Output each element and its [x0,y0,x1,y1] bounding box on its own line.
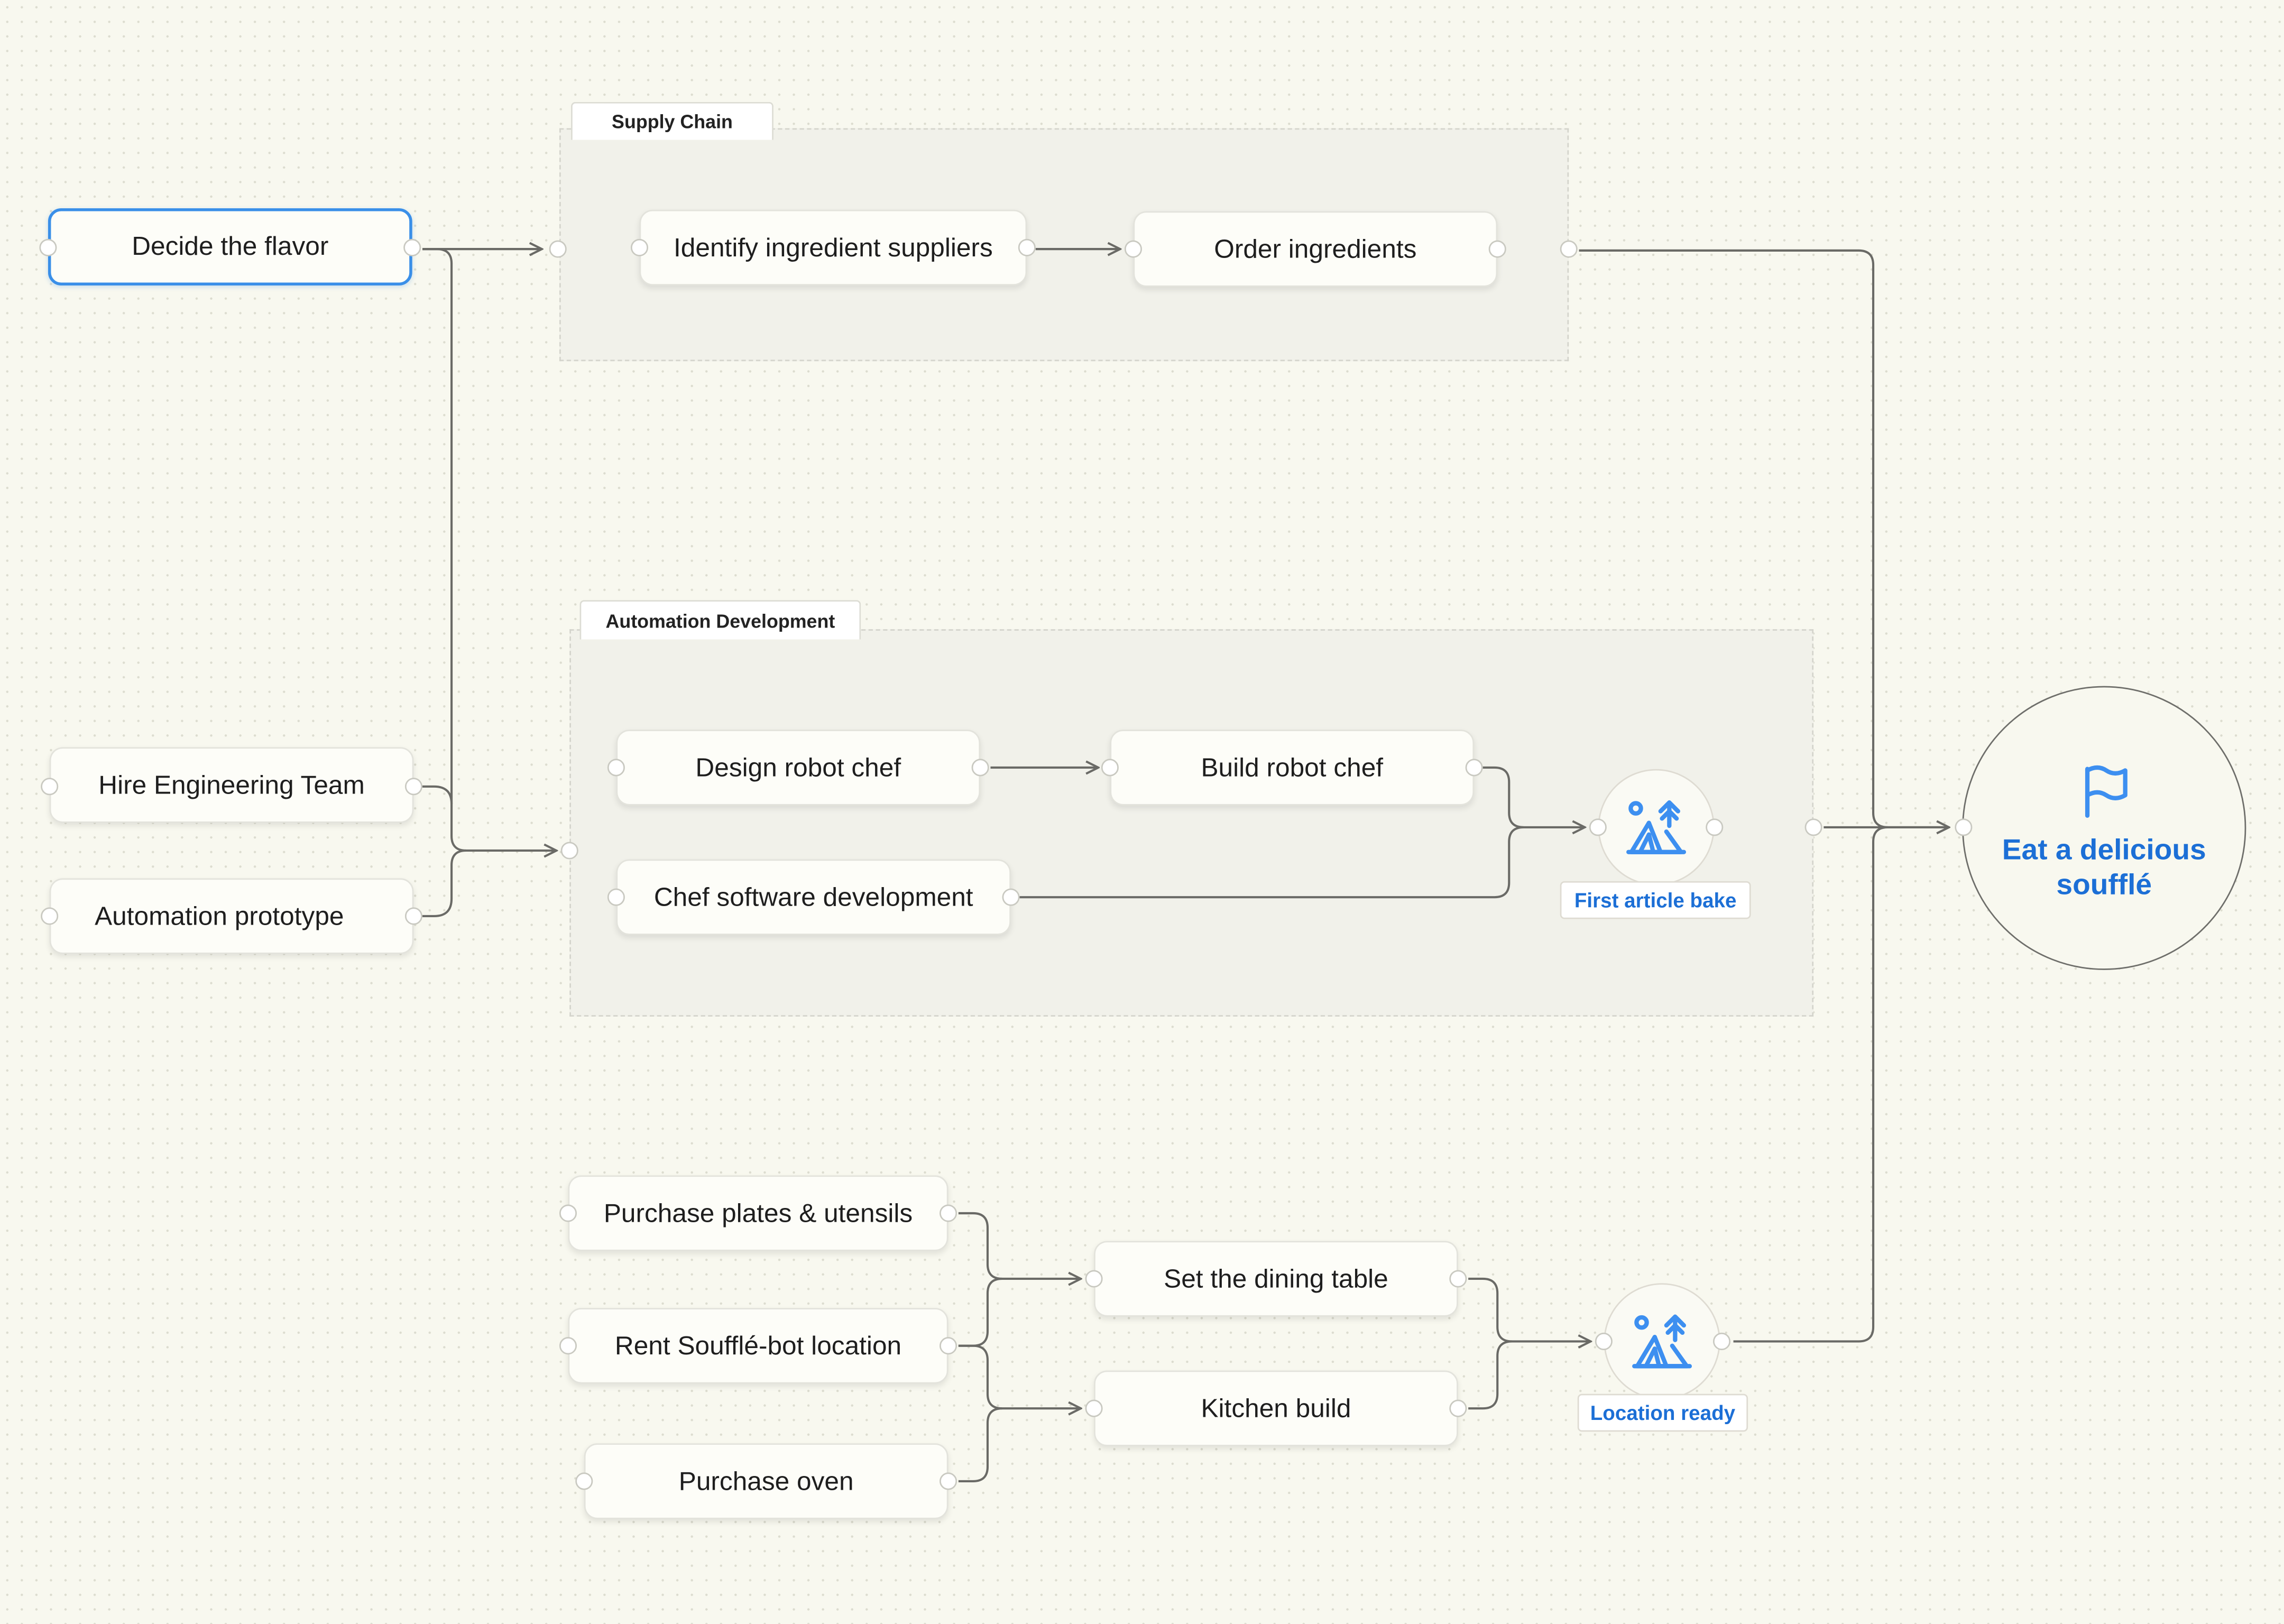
port-out[interactable] [940,1337,957,1355]
task-decide-flavor[interactable]: Decide the flavor [48,208,412,285]
edge-prototype-to-automation [422,849,466,918]
port-in[interactable] [559,1337,577,1355]
group-port-out[interactable] [1560,240,1578,258]
task-build-robot-chef[interactable]: Build robot chef [1110,730,1475,806]
flag-icon [2085,765,2128,818]
edge-plates-to-table [958,1212,1081,1279]
task-set-dining-table[interactable]: Set the dining table [1094,1241,1458,1317]
task-hire-engineering-team[interactable]: Hire Engineering Team [49,747,414,823]
port-out[interactable] [1712,1332,1731,1350]
edge-supply-to-goal [1579,249,1949,827]
edge-location-to-kitchen [958,1344,1081,1408]
task-identify-suppliers[interactable]: Identify ingredient suppliers [639,209,1027,285]
milestone-location-ready[interactable] [1604,1283,1720,1400]
edge-software-to-bake [1019,826,1524,899]
port-out[interactable] [404,778,422,796]
group-port-in[interactable] [560,842,578,860]
goal-node[interactable]: Eat a delicious soufflé [1962,686,2246,970]
task-purchase-plates-utensils[interactable]: Purchase plates & utensils [568,1175,948,1251]
task-automation-prototype[interactable]: Automation prototype [49,878,414,954]
group-label-supply-chain[interactable]: Supply Chain [570,102,773,140]
edge-table-to-ready [1468,1277,1590,1341]
port-out[interactable] [1449,1270,1467,1288]
port-in[interactable] [41,907,59,925]
port-out[interactable] [1706,818,1724,836]
port-in[interactable] [1085,1270,1103,1288]
port-out[interactable] [940,1472,957,1490]
milestone-label-first-article-bake: First article bake [1560,881,1751,919]
port-in[interactable] [39,238,57,256]
milestone-first-article-bake[interactable] [1598,769,1715,886]
edge-build-to-bake [1482,766,1585,827]
group-port-in[interactable] [549,240,567,258]
port-out[interactable] [404,907,422,925]
group-label-automation-development[interactable]: Automation Development [579,600,861,640]
goal-label: Eat a delicious soufflé [2002,834,2206,902]
port-in[interactable] [1595,1332,1613,1350]
edge-oven-to-kitchen [958,1407,1002,1483]
port-in[interactable] [630,238,649,256]
port-in[interactable] [1589,818,1607,836]
port-out[interactable] [1002,888,1020,906]
port-out[interactable] [1488,240,1506,258]
port-in[interactable] [607,888,625,906]
edge-kitchen-to-ready [1468,1340,1512,1410]
port-in[interactable] [1085,1399,1103,1417]
port-out[interactable] [971,759,989,777]
task-chef-software-development[interactable]: Chef software development [616,859,1011,935]
camp-icon [1632,1314,1692,1369]
port-in[interactable] [1101,759,1119,777]
port-out[interactable] [1018,238,1036,256]
milestone-label-location-ready: Location ready [1577,1394,1748,1432]
edge-flavor-to-automation [422,248,556,851]
port-in[interactable] [1124,240,1142,258]
task-rent-location[interactable]: Rent Soufflé-bot location [568,1308,948,1384]
task-kitchen-build[interactable]: Kitchen build [1094,1370,1458,1446]
port-in[interactable] [575,1472,593,1490]
port-in[interactable] [607,759,625,777]
edge-hire-to-automation [422,785,453,804]
port-in[interactable] [41,778,59,796]
camp-icon [1626,800,1687,854]
port-out[interactable] [940,1204,957,1222]
group-port-out[interactable] [1804,818,1822,836]
task-design-robot-chef[interactable]: Design robot chef [616,730,981,806]
goal-port-in[interactable] [1955,818,1973,836]
edge-location-to-table [958,1277,1002,1347]
port-out[interactable] [1449,1399,1467,1417]
task-order-ingredients[interactable]: Order ingredients [1133,211,1498,287]
port-out[interactable] [1465,759,1483,777]
edge-location-to-goal [1733,826,1888,1343]
port-in[interactable] [559,1204,577,1222]
task-purchase-oven[interactable]: Purchase oven [584,1443,948,1519]
port-out[interactable] [403,238,421,256]
